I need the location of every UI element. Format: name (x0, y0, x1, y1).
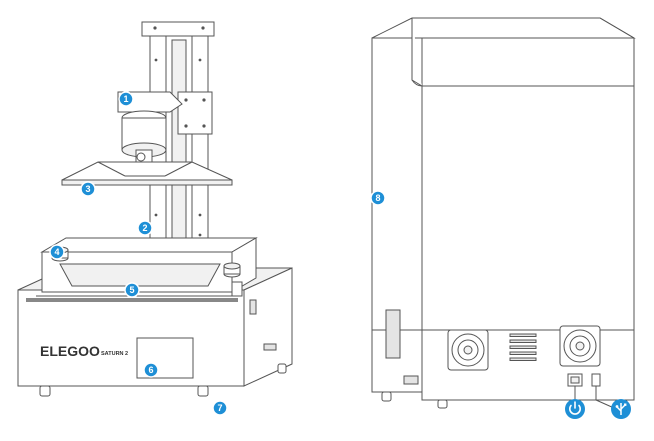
front-printer-view: ELEGOO SATURN 2 (17, 21, 293, 397)
svg-text:1: 1 (123, 94, 128, 104)
callout-8: 8 (370, 190, 386, 206)
power-icon (565, 399, 585, 419)
cover-top (371, 17, 636, 39)
front-right-foot (197, 385, 209, 397)
callout-1: 1 (118, 91, 134, 107)
rear-printer-view (371, 17, 636, 419)
callout-3: 3 (80, 181, 96, 197)
usb-icon (611, 399, 631, 419)
svg-text:2: 2 (142, 223, 147, 233)
left-fan-grille (447, 329, 489, 371)
svg-text:6: 6 (148, 365, 153, 375)
resin-vat (36, 237, 258, 297)
right-fan-grille (559, 325, 601, 367)
callout-2: 2 (137, 220, 153, 236)
model-label: SATURN 2 (101, 351, 128, 357)
vent-slots (509, 333, 537, 361)
svg-text:8: 8 (375, 193, 380, 203)
usb-port (591, 373, 601, 387)
build-platform (61, 161, 233, 186)
svg-text:3: 3 (85, 184, 90, 194)
callout-5: 5 (124, 282, 140, 298)
platform-holder (117, 91, 183, 163)
right-thumb-screw (223, 262, 241, 278)
cover-back (421, 85, 635, 331)
callout-7: 7 (212, 400, 228, 416)
callout-4: 4 (49, 244, 65, 260)
svg-text:7: 7 (217, 403, 222, 413)
svg-text:5: 5 (129, 285, 134, 295)
brand-logo: ELEGOO (40, 343, 100, 359)
svg-text:4: 4 (54, 247, 59, 257)
front-left-foot (39, 385, 51, 397)
z-axis-tower (141, 21, 215, 247)
z-carriage (177, 91, 213, 135)
callout-6: 6 (143, 362, 159, 378)
